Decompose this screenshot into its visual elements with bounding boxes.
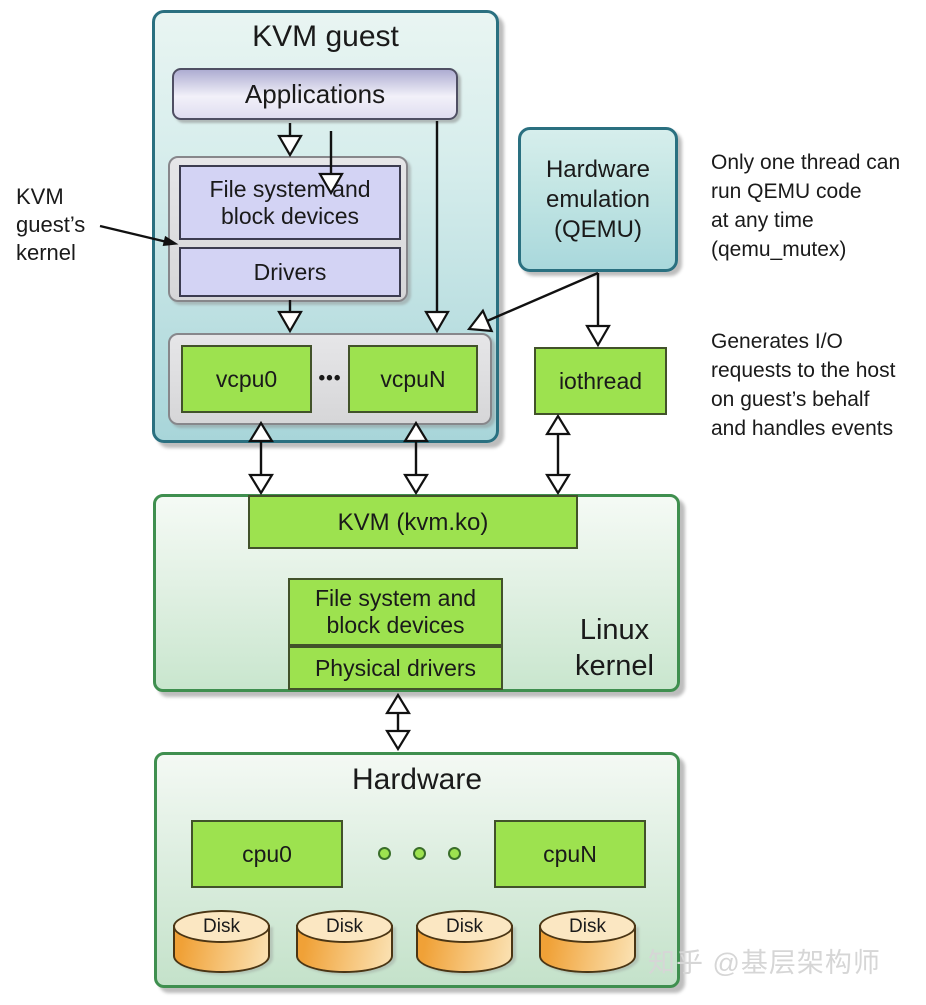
iothread-note: Generates I/O requests to the host on gu… [711, 330, 896, 440]
guest-drivers-box: Drivers [179, 247, 401, 297]
qemu-box: Hardware emulation (QEMU) [518, 127, 678, 272]
host-file-system-label: File system and block devices [314, 585, 477, 638]
cpu-ellipsis-dot [413, 847, 426, 860]
disk-top: Disk [296, 910, 393, 943]
disk-cylinder: Disk [416, 910, 513, 976]
qemu-mutex-note: Only one thread can run QEMU code at any… [711, 151, 901, 261]
kvm-guest-title: KVM guest [252, 20, 399, 53]
disk-label: Disk [569, 915, 606, 937]
disk-cylinder: Disk [296, 910, 393, 976]
linux-kernel-label: Linux kernel [575, 614, 654, 682]
guest-drivers-label: Drivers [253, 258, 327, 285]
cpu0-box: cpu0 [191, 820, 343, 888]
disk-label: Disk [203, 915, 240, 937]
kvm-module-label: KVM (kvm.ko) [337, 508, 489, 536]
disk-label: Disk [446, 915, 483, 937]
vcpu0-label: vcpu0 [215, 365, 278, 392]
cpuN-label: cpuN [543, 840, 597, 867]
disk-top: Disk [416, 910, 513, 943]
iothread-label: iothread [558, 367, 643, 394]
iothread-box: iothread [534, 347, 667, 415]
disk-top: Disk [539, 910, 636, 943]
cpuN-box: cpuN [494, 820, 646, 888]
qemu-label: Hardware emulation (QEMU) [545, 155, 651, 243]
physical-drivers-label: Physical drivers [314, 654, 477, 681]
disk-top: Disk [173, 910, 270, 943]
kvm-module-box: KVM (kvm.ko) [248, 495, 578, 549]
guest-kernel-note: KVM guest’s kernel [16, 184, 86, 265]
disk-cylinder: Disk [173, 910, 270, 976]
watermark: 知乎 @基层架构师 [648, 948, 881, 978]
vcpuN-box: vcpuN [348, 345, 478, 413]
disk-cylinder: Disk [539, 910, 636, 976]
cpu0-label: cpu0 [242, 840, 292, 867]
cpu-ellipsis-dot [378, 847, 391, 860]
applications-label: Applications [244, 78, 386, 109]
physical-drivers-box: Physical drivers [288, 646, 503, 690]
vcpuN-label: vcpuN [380, 365, 446, 392]
host-file-system-box: File system and block devices [288, 578, 503, 646]
vcpu0-box: vcpu0 [181, 345, 312, 413]
hardware-title: Hardware [351, 763, 483, 796]
disk-label: Disk [326, 915, 363, 937]
cpu-ellipsis-dot [448, 847, 461, 860]
guest-file-system-box: File system and block devices [179, 165, 401, 240]
vcpu-ellipsis: ••• [318, 368, 342, 389]
guest-file-system-label: File system and block devices [209, 175, 371, 229]
applications-box: Applications [172, 68, 458, 120]
